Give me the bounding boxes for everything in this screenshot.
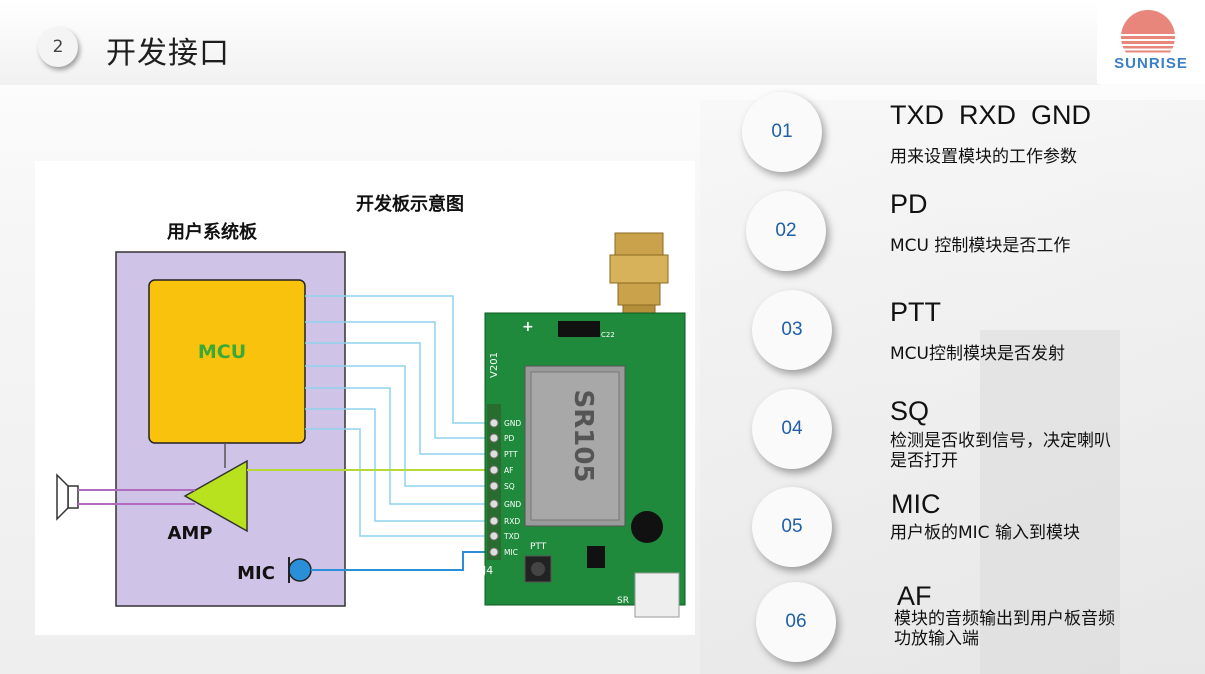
item-description: 检测是否收到信号，决定喇叭 是否打开 (890, 431, 1111, 471)
page-title: 开发接口 (106, 36, 230, 71)
logo-text: SUNRISE (1114, 55, 1188, 72)
background-shape (980, 330, 1120, 674)
item-description: 模块的音频输出到用户板音频 功放输入端 (894, 609, 1115, 649)
pcb-c22: C22 (601, 331, 615, 339)
module-label: SR105 (568, 389, 598, 482)
item-title: MIC (891, 489, 941, 519)
item-title: PTT (890, 297, 941, 327)
signal-wires (305, 295, 490, 537)
speaker-connector (634, 572, 680, 618)
item-title: TXD RXD GND (890, 100, 1092, 130)
item-number-badge: 06 (756, 582, 836, 662)
svg-text:MIC: MIC (504, 548, 518, 557)
svg-text:PD: PD (504, 434, 515, 443)
svg-text:TXD: TXD (503, 532, 520, 541)
speaker-icon (56, 473, 79, 521)
svg-text:GND: GND (504, 500, 521, 509)
pcb-microphone (631, 511, 663, 543)
svg-text:RXD: RXD (504, 517, 520, 526)
svg-text:AF: AF (504, 466, 513, 475)
item-description: MCU控制模块是否发射 (890, 344, 1065, 364)
mic-icon (288, 558, 312, 582)
diagram-title: 开发板示意图 (356, 193, 464, 215)
mcu-chip (148, 279, 306, 444)
slide-number: 2 (38, 27, 78, 67)
item-title: PD (890, 189, 928, 219)
pcb-ptt: PTT (530, 542, 547, 552)
pin-header (489, 418, 499, 557)
sunrise-logo: SUNRISE (1097, 0, 1205, 84)
item-number-badge: 04 (752, 389, 832, 469)
amp-label: AMP (167, 523, 212, 544)
item-description: 用来设置模块的工作参数 (890, 147, 1077, 167)
svg-text:GND: GND (504, 419, 521, 428)
pcb-sr: SR (617, 596, 629, 606)
amp-triangle (183, 459, 248, 533)
item-number-badge: 02 (746, 191, 826, 271)
item-title: AF (897, 581, 932, 611)
item-number-badge: 05 (752, 487, 832, 567)
item-number-badge: 03 (752, 290, 832, 370)
title-bar (0, 0, 1100, 85)
pin-labels: GND PD PTT AF SQ GND RXD TXD MIC (503, 419, 521, 557)
mic-label: MIC (237, 563, 275, 584)
board-label: 用户系统板 (167, 221, 258, 243)
item-number-badge: 01 (742, 92, 822, 172)
sun-icon (1121, 10, 1175, 53)
dev-board-diagram: 开发板示意图 用户系统板 MCU AMP MIC (35, 161, 695, 635)
pcb-v201: V201 (489, 352, 500, 378)
item-title: SQ (890, 396, 930, 426)
item-description: 用户板的MIC 输入到模块 (890, 523, 1080, 543)
svg-text:SQ: SQ (504, 482, 515, 491)
svg-text:PTT: PTT (504, 450, 518, 459)
pcb-plus: + (522, 319, 534, 335)
mcu-label: MCU (198, 341, 246, 363)
pcb-j4: J4 (482, 564, 493, 577)
item-description: MCU 控制模块是否工作 (890, 236, 1071, 256)
